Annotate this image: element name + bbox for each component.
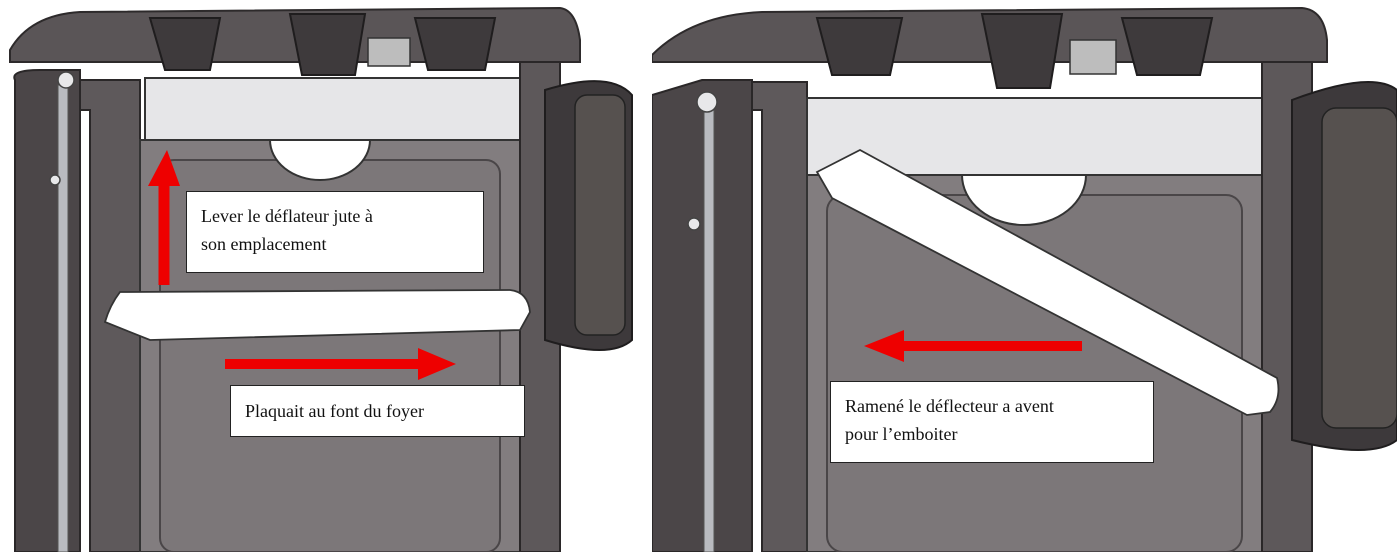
left-bolt-mid [49,174,61,186]
arrow-up-head [148,150,180,186]
top-bump-center [980,13,1064,89]
right-knob-face [574,94,626,336]
callout-lift-deflector: Lever le déflateur jute à son emplacemen… [186,191,484,273]
top-bump-left [815,17,904,76]
callout-lift-line1: Lever le déflateur jute à [201,206,373,226]
callout-forward-line2: pour l’emboiter [845,424,958,444]
top-bump-center [288,13,367,76]
rail-half-circle [960,174,1088,226]
top-screw [1069,39,1117,75]
rail-half-circle [268,139,372,181]
left-bolt-top [696,91,718,113]
right-knob-face [1321,107,1397,429]
top-bump-right [1120,17,1214,76]
left-wall [652,79,753,552]
top-bump-left [148,17,222,71]
callout-lift-line2: son emplacement [201,234,327,254]
callout-push-line1: Plaquait au font du foyer [245,401,424,421]
callout-bring-forward: Ramené le déflecteur a avent pour l’embo… [830,381,1154,463]
top-bump-right [413,17,497,71]
top-rail [144,77,521,141]
diagram-panel-right: Ramené le déflecteur a avent pour l’embo… [652,0,1397,552]
stove-cross-section-left [9,6,633,552]
left-bolt-top [57,71,75,89]
arrow-left-head [864,330,904,362]
top-screw [367,37,411,67]
callout-push-back: Plaquait au font du foyer [230,385,525,437]
left-glass-rod [57,84,69,552]
callout-forward-line1: Ramené le déflecteur a avent [845,396,1054,416]
left-bolt-mid [687,217,701,231]
left-wall [13,69,81,552]
door-frame-left [751,81,808,552]
deflector-plate-left [103,289,531,341]
diagram-panel-left: Lever le déflateur jute à son emplacemen… [0,0,640,552]
deflector-plate-right [815,148,1280,416]
stove-cross-section-right [652,6,1397,552]
arrow-right-head [418,348,456,380]
left-glass-rod [703,109,715,552]
